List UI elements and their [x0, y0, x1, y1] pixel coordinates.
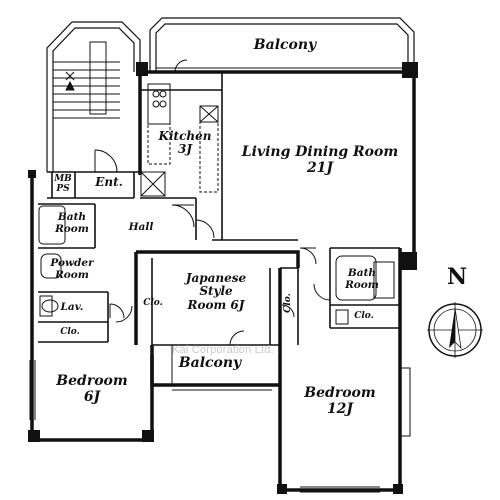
entrance-label: Ent. — [95, 175, 123, 189]
powder-sink — [40, 253, 62, 279]
balcony-mid-label: Balcony — [178, 355, 242, 371]
door-swings — [94, 59, 331, 346]
living-size: 21J — [306, 159, 334, 176]
living-name: Living Dining Room — [241, 144, 399, 160]
japanese-line1: Japanese — [185, 271, 247, 285]
kitchen-fixtures — [140, 83, 219, 197]
hall-label: Hall — [128, 221, 154, 233]
mbps-label: MB PS — [52, 174, 74, 194]
stair-inner — [52, 27, 135, 172]
compass-north-label: N — [447, 264, 468, 290]
powder-line2: Room — [55, 268, 89, 281]
stair-steps — [53, 41, 120, 119]
bedroom-left-label: Bedroom 6J — [52, 373, 132, 405]
bath-left-line2: Room — [55, 222, 89, 235]
kitchen-size: 3J — [177, 142, 193, 157]
compass-rose — [427, 302, 483, 358]
balcony-top-label: Balcony — [253, 37, 317, 53]
bath-right-line2: Room — [345, 278, 379, 291]
bedroom-right-name: Bedroom — [304, 385, 376, 401]
bedroom-left-size: 6J — [83, 388, 101, 405]
closet-mid-label: Clo. — [282, 293, 293, 313]
japanese-room-label: Japanese Style Room 6J — [166, 271, 266, 312]
closet-left-label: Clo. — [60, 327, 80, 337]
windows — [29, 67, 411, 493]
columns — [28, 62, 418, 494]
bath-right-label: Bath Room — [334, 267, 390, 292]
wall-balcony-mid — [150, 345, 280, 387]
kitchen-name: Kitchen — [158, 129, 212, 143]
bath-right-line1: Bath — [347, 267, 377, 279]
powder-label: Powder Room — [42, 257, 102, 282]
bedroom-right-label: Bedroom 12J — [300, 385, 380, 417]
balcony-top-inner — [155, 23, 409, 72]
japanese-line3: Room 6J — [187, 297, 245, 312]
japanese-line2: Style — [199, 284, 233, 299]
stove-burner — [159, 100, 167, 108]
wall-left-block — [30, 172, 154, 442]
watermark: Kai Corporation Ltd. — [172, 344, 274, 356]
living-label: Living Dining Room 21J — [240, 144, 400, 176]
closet-right-label: Clo. — [354, 311, 374, 321]
lavatory-label: Lav. — [60, 301, 84, 313]
powder-line1: Powder — [50, 257, 94, 269]
mbps-line2: PS — [56, 184, 70, 195]
interior-walls — [38, 72, 400, 346]
closet-japanese-label: Clo. — [143, 298, 163, 308]
bath-left-line1: Bath — [57, 211, 87, 223]
mbps-line1: MB — [54, 174, 72, 184]
stove-burner — [152, 100, 160, 108]
bedroom-right-size: 12J — [326, 400, 354, 417]
balcony-top-outline — [149, 17, 415, 72]
stove-burner — [152, 90, 160, 98]
bath-fixtures — [38, 205, 395, 325]
bath-left-label: Bath Room — [44, 211, 100, 236]
bedroom-left-name: Bedroom — [56, 373, 128, 389]
stove-burner — [159, 90, 167, 98]
kitchen-label: Kitchen 3J — [150, 129, 220, 157]
balcony-outlines — [46, 17, 415, 172]
stair-outline — [46, 21, 141, 172]
wall-right-living — [400, 72, 416, 270]
wall-japanese-top — [136, 250, 300, 268]
